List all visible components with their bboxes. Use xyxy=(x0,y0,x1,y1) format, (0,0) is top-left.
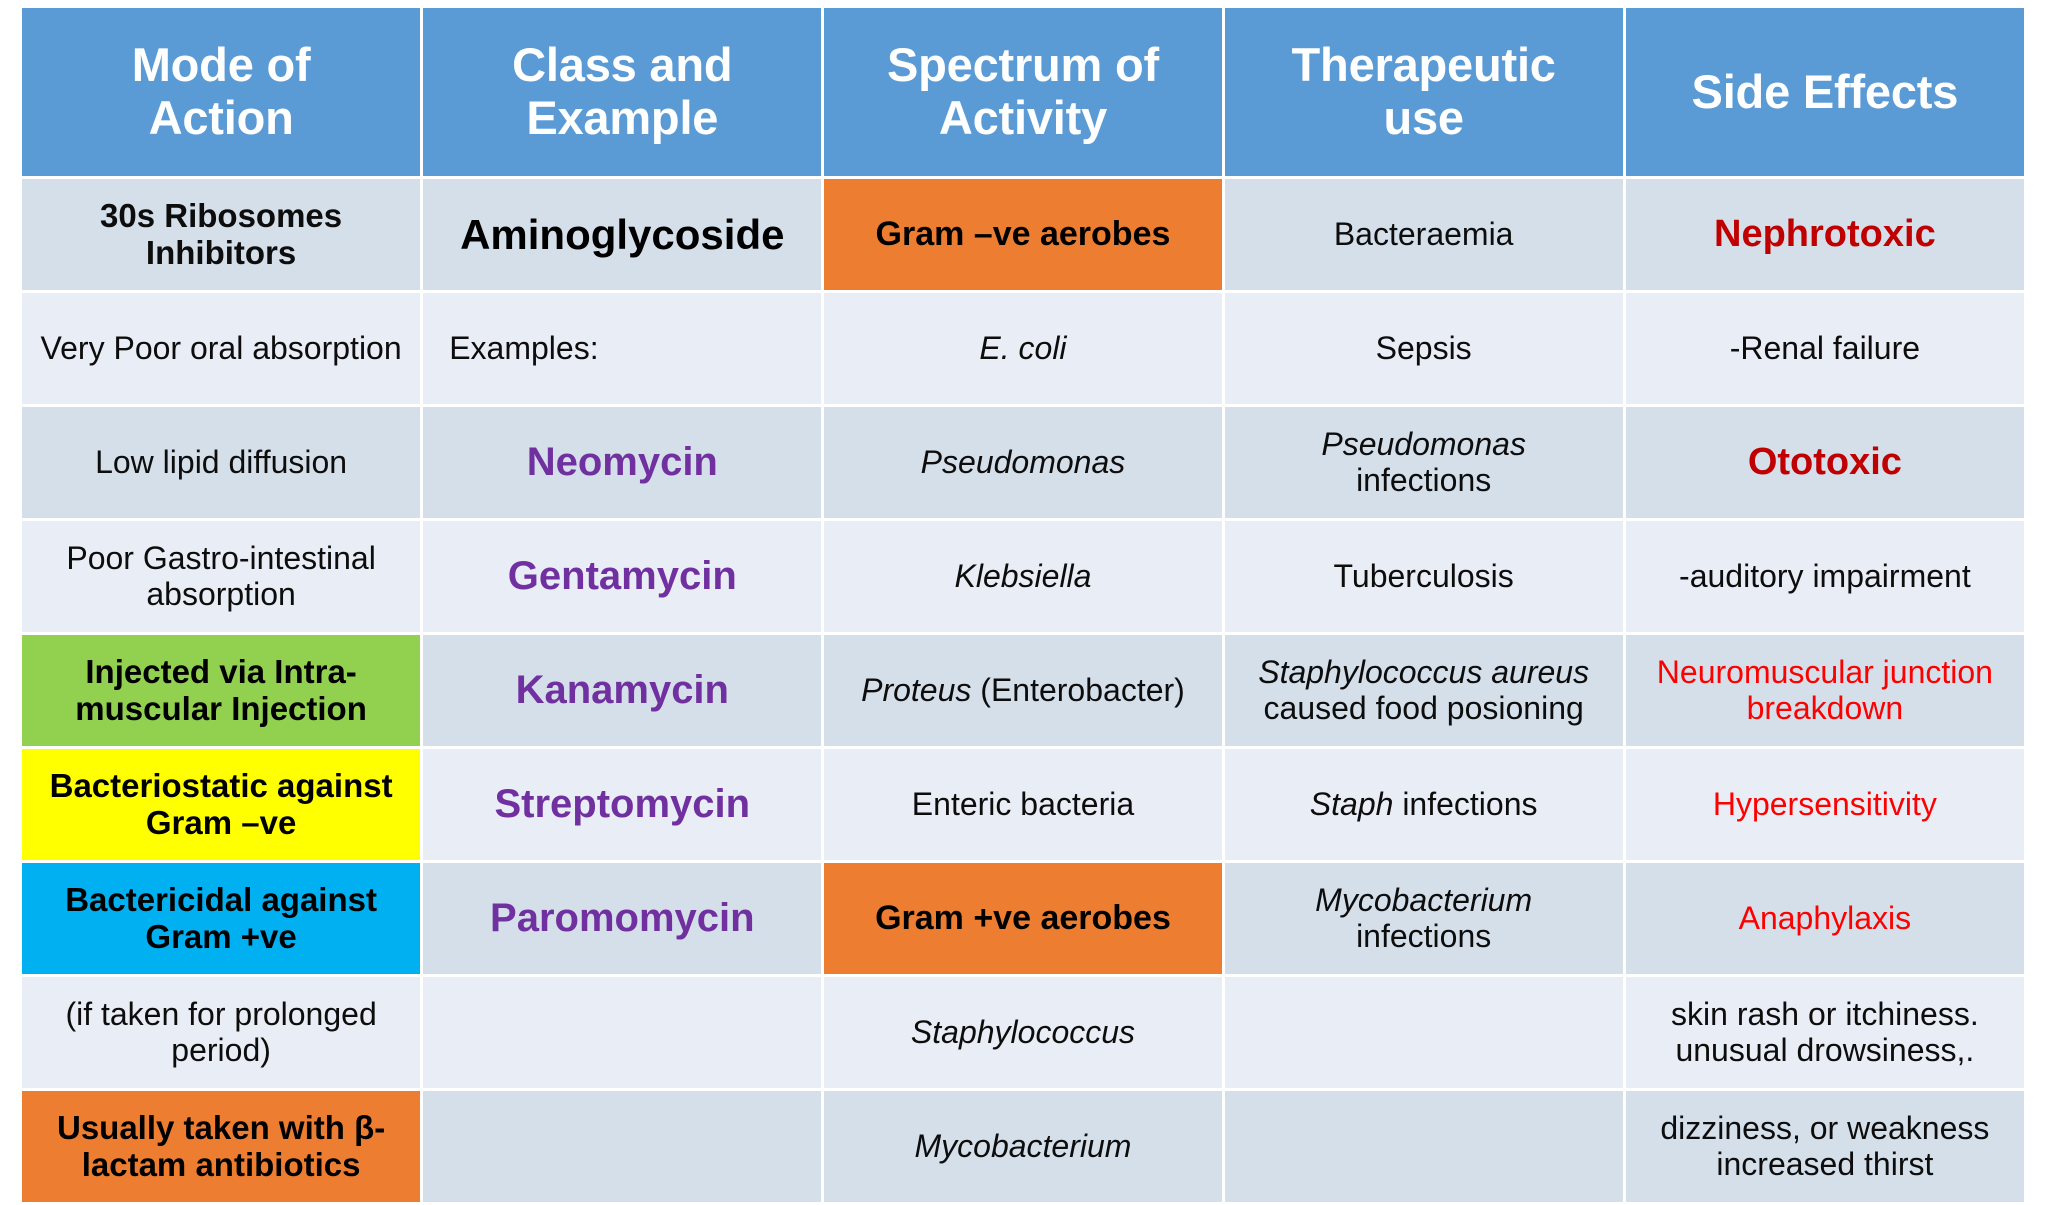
cell-therapeutic-use: Pseudomonas infections xyxy=(1224,407,1623,518)
therapeutic-suffix: infections xyxy=(1356,461,1492,498)
header-line-3: Spectrum of Activity xyxy=(886,38,1159,144)
cell-side-effects: Neuromuscular junction breakdown xyxy=(1625,635,2024,746)
cell-spectrum: Staphylococcus xyxy=(824,977,1222,1088)
spectrum-genus: Proteus xyxy=(861,671,972,708)
cell-spectrum: Proteus (Enterobacter) xyxy=(824,635,1222,746)
cell-class-example: Examples: xyxy=(423,293,822,404)
header-line-4: Therapeutic use xyxy=(1291,38,1556,144)
cell-class-example: Streptomycin xyxy=(423,749,822,860)
therapeutic-suffix: caused food posioning xyxy=(1263,689,1584,726)
cell-class-example xyxy=(423,1091,822,1202)
cell-spectrum: Enteric bacteria xyxy=(824,749,1222,860)
column-header-therapeutic-use: Therapeutic use xyxy=(1224,8,1623,176)
cell-side-effects: Anaphylaxis xyxy=(1625,863,2024,974)
cell-mode-of-action: (if taken for prolonged period) xyxy=(22,977,421,1088)
header-row: Mode of Action Class and Example Spectru… xyxy=(22,8,2024,176)
cell-therapeutic-use xyxy=(1224,1091,1623,1202)
cell-class-example: Paromomycin xyxy=(423,863,822,974)
cell-side-effects: Hypersensitivity xyxy=(1625,749,2024,860)
cell-side-effects: skin rash or itchiness. unusual drowsine… xyxy=(1625,977,2024,1088)
cell-side-effects: dizziness, or weakness increased thirst xyxy=(1625,1091,2024,1202)
antibiotic-table-container: Mode of Action Class and Example Spectru… xyxy=(19,5,2027,1202)
cell-mode-of-action-highlight: Bacteriostatic against Gram –ve xyxy=(22,749,421,860)
table-header: Mode of Action Class and Example Spectru… xyxy=(22,8,2024,176)
antibiotic-summary-table: Mode of Action Class and Example Spectru… xyxy=(19,5,2027,1205)
therapeutic-suffix: infections xyxy=(1356,917,1492,954)
cell-therapeutic-use: Staph infections xyxy=(1224,749,1623,860)
cell-mode-of-action-highlight: Injected via Intra-muscular Injection xyxy=(22,635,421,746)
column-header-spectrum-of-activity: Spectrum of Activity xyxy=(824,8,1222,176)
cell-therapeutic-use: Sepsis xyxy=(1224,293,1623,404)
column-header-side-effects: Side Effects xyxy=(1625,8,2024,176)
therapeutic-genus: Pseudomonas xyxy=(1321,425,1526,462)
table-row: Poor Gastro-intestinal absorption Gentam… xyxy=(22,521,2024,632)
therapeutic-genus: Staph xyxy=(1309,785,1394,822)
cell-therapeutic-use xyxy=(1224,977,1623,1088)
cell-mode-of-action: Very Poor oral absorption xyxy=(22,293,421,404)
therapeutic-genus: Staphylococcus aureus xyxy=(1258,653,1590,690)
column-header-mode-of-action: Mode of Action xyxy=(22,8,421,176)
cell-spectrum: E. coli xyxy=(824,293,1222,404)
cell-class-example: Kanamycin xyxy=(423,635,822,746)
cell-therapeutic-use: Mycobacterium infections xyxy=(1224,863,1623,974)
cell-class-example: Gentamycin xyxy=(423,521,822,632)
cell-class-example: Aminoglycoside xyxy=(423,179,822,290)
cell-mode-of-action-highlight: Usually taken with β-lactam antibiotics xyxy=(22,1091,421,1202)
cell-therapeutic-use: Staphylococcus aureus caused food posion… xyxy=(1224,635,1623,746)
table-row: Usually taken with β-lactam antibiotics … xyxy=(22,1091,2024,1202)
cell-mode-of-action: 30s Ribosomes Inhibitors xyxy=(22,179,421,290)
cell-class-example: Neomycin xyxy=(423,407,822,518)
cell-mode-of-action: Poor Gastro-intestinal absorption xyxy=(22,521,421,632)
cell-spectrum-highlight: Gram +ve aerobes xyxy=(824,863,1222,974)
header-line-1: Mode of Action xyxy=(131,38,311,144)
cell-side-effects: Nephrotoxic xyxy=(1625,179,2024,290)
cell-side-effects: -Renal failure xyxy=(1625,293,2024,404)
cell-therapeutic-use: Bacteraemia xyxy=(1224,179,1623,290)
spectrum-suffix: (Enterobacter) xyxy=(980,671,1185,708)
header-line-2: Class and Example xyxy=(512,38,733,144)
cell-mode-of-action: Low lipid diffusion xyxy=(22,407,421,518)
cell-spectrum: Pseudomonas xyxy=(824,407,1222,518)
table-row: Bactericidal against Gram +ve Paromomyci… xyxy=(22,863,2024,974)
cell-spectrum: Klebsiella xyxy=(824,521,1222,632)
cell-therapeutic-use: Tuberculosis xyxy=(1224,521,1623,632)
therapeutic-suffix: infections xyxy=(1402,785,1538,822)
cell-mode-of-action-highlight: Bactericidal against Gram +ve xyxy=(22,863,421,974)
table-row: (if taken for prolonged period) Staphylo… xyxy=(22,977,2024,1088)
cell-spectrum: Mycobacterium xyxy=(824,1091,1222,1202)
table-row: Very Poor oral absorption Examples: E. c… xyxy=(22,293,2024,404)
table-row: 30s Ribosomes Inhibitors Aminoglycoside … xyxy=(22,179,2024,290)
cell-spectrum-highlight: Gram –ve aerobes xyxy=(824,179,1222,290)
table-row: Low lipid diffusion Neomycin Pseudomonas… xyxy=(22,407,2024,518)
table-body: 30s Ribosomes Inhibitors Aminoglycoside … xyxy=(22,179,2024,1202)
table-row: Injected via Intra-muscular Injection Ka… xyxy=(22,635,2024,746)
header-line-5: Side Effects xyxy=(1691,64,1959,118)
column-header-class-and-example: Class and Example xyxy=(423,8,822,176)
table-row: Bacteriostatic against Gram –ve Streptom… xyxy=(22,749,2024,860)
cell-class-example xyxy=(423,977,822,1088)
cell-side-effects: -auditory impairment xyxy=(1625,521,2024,632)
therapeutic-genus: Mycobacterium xyxy=(1315,881,1533,918)
cell-side-effects: Ototoxic xyxy=(1625,407,2024,518)
